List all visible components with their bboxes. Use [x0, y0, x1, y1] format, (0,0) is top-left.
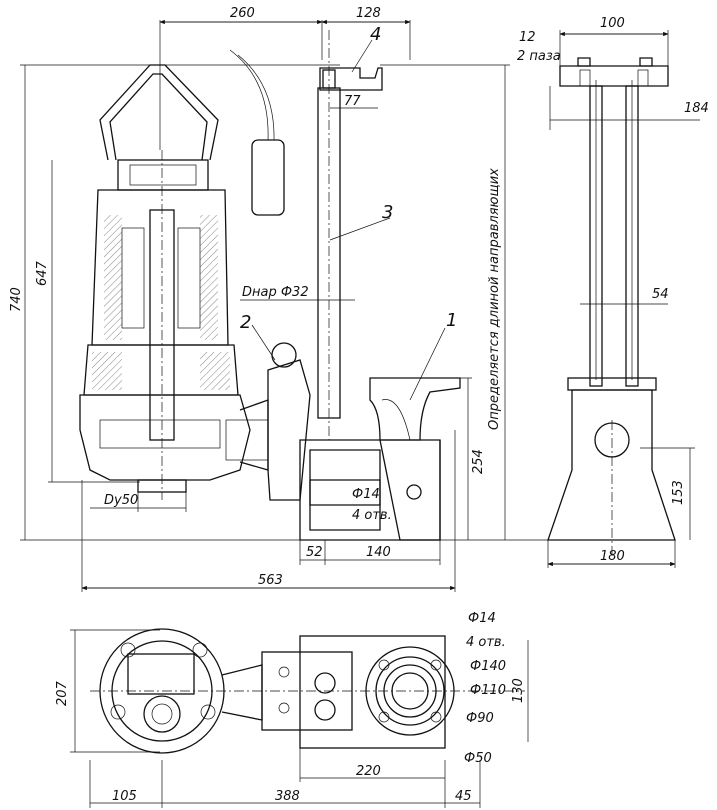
callout-3: 3 — [382, 202, 393, 223]
dim-dnar: Dнар Ф32 — [242, 285, 309, 300]
dim-50: Ф50 — [464, 751, 492, 766]
pump-front-view — [79, 49, 285, 500]
callout-4: 4 — [370, 24, 381, 45]
dim-100: 100 — [600, 16, 625, 31]
callout-2: 2 — [240, 312, 251, 333]
dim-740: 740 — [9, 287, 24, 312]
dim-45: 45 — [455, 789, 472, 804]
dim-52: 52 — [306, 545, 323, 560]
dim-77: 77 — [344, 94, 361, 109]
dim-holes-4: 4 отв. — [352, 508, 392, 523]
dim-holes-4-plan: 4 отв. — [466, 635, 506, 650]
dim-54: 54 — [652, 287, 669, 302]
dim-180: 180 — [600, 549, 625, 564]
dimension-labels: 260 128 100 12 2 паза 184 77 740 647 Dна… — [9, 6, 709, 804]
dim-260: 260 — [230, 6, 255, 21]
pump-side-view — [547, 57, 676, 560]
dimension-lines — [20, 19, 700, 808]
dim-254: 254 — [471, 449, 486, 474]
dim-slots: 2 паза — [517, 49, 561, 64]
dim-563: 563 — [258, 573, 283, 588]
dim-388: 388 — [275, 789, 300, 804]
guide-length-note: Определяется длиной направляющих — [487, 168, 502, 430]
dim-647: 647 — [35, 260, 50, 286]
dim-12: 12 — [519, 30, 536, 45]
dim-207: 207 — [55, 680, 70, 706]
dim-hole-14-plan: Ф14 — [468, 611, 496, 626]
dim-90: Ф90 — [466, 711, 494, 726]
part-callouts: 1 2 3 4 — [240, 24, 457, 333]
coupling-and-guides — [267, 30, 461, 541]
dim-184: 184 — [684, 101, 709, 116]
dim-220: 220 — [356, 764, 381, 779]
dim-dy50: Dy50 — [104, 493, 138, 508]
dim-140-plan: Ф140 — [470, 659, 506, 674]
plan-view — [90, 628, 525, 754]
dim-140: 140 — [366, 545, 391, 560]
callout-1: 1 — [446, 310, 457, 331]
dim-128: 128 — [356, 6, 381, 21]
dim-hole-14: Ф14 — [352, 487, 380, 502]
dim-153: 153 — [671, 480, 686, 505]
dim-105: 105 — [112, 789, 137, 804]
dim-110: Ф110 — [470, 683, 506, 698]
dim-130: 130 — [511, 678, 526, 703]
